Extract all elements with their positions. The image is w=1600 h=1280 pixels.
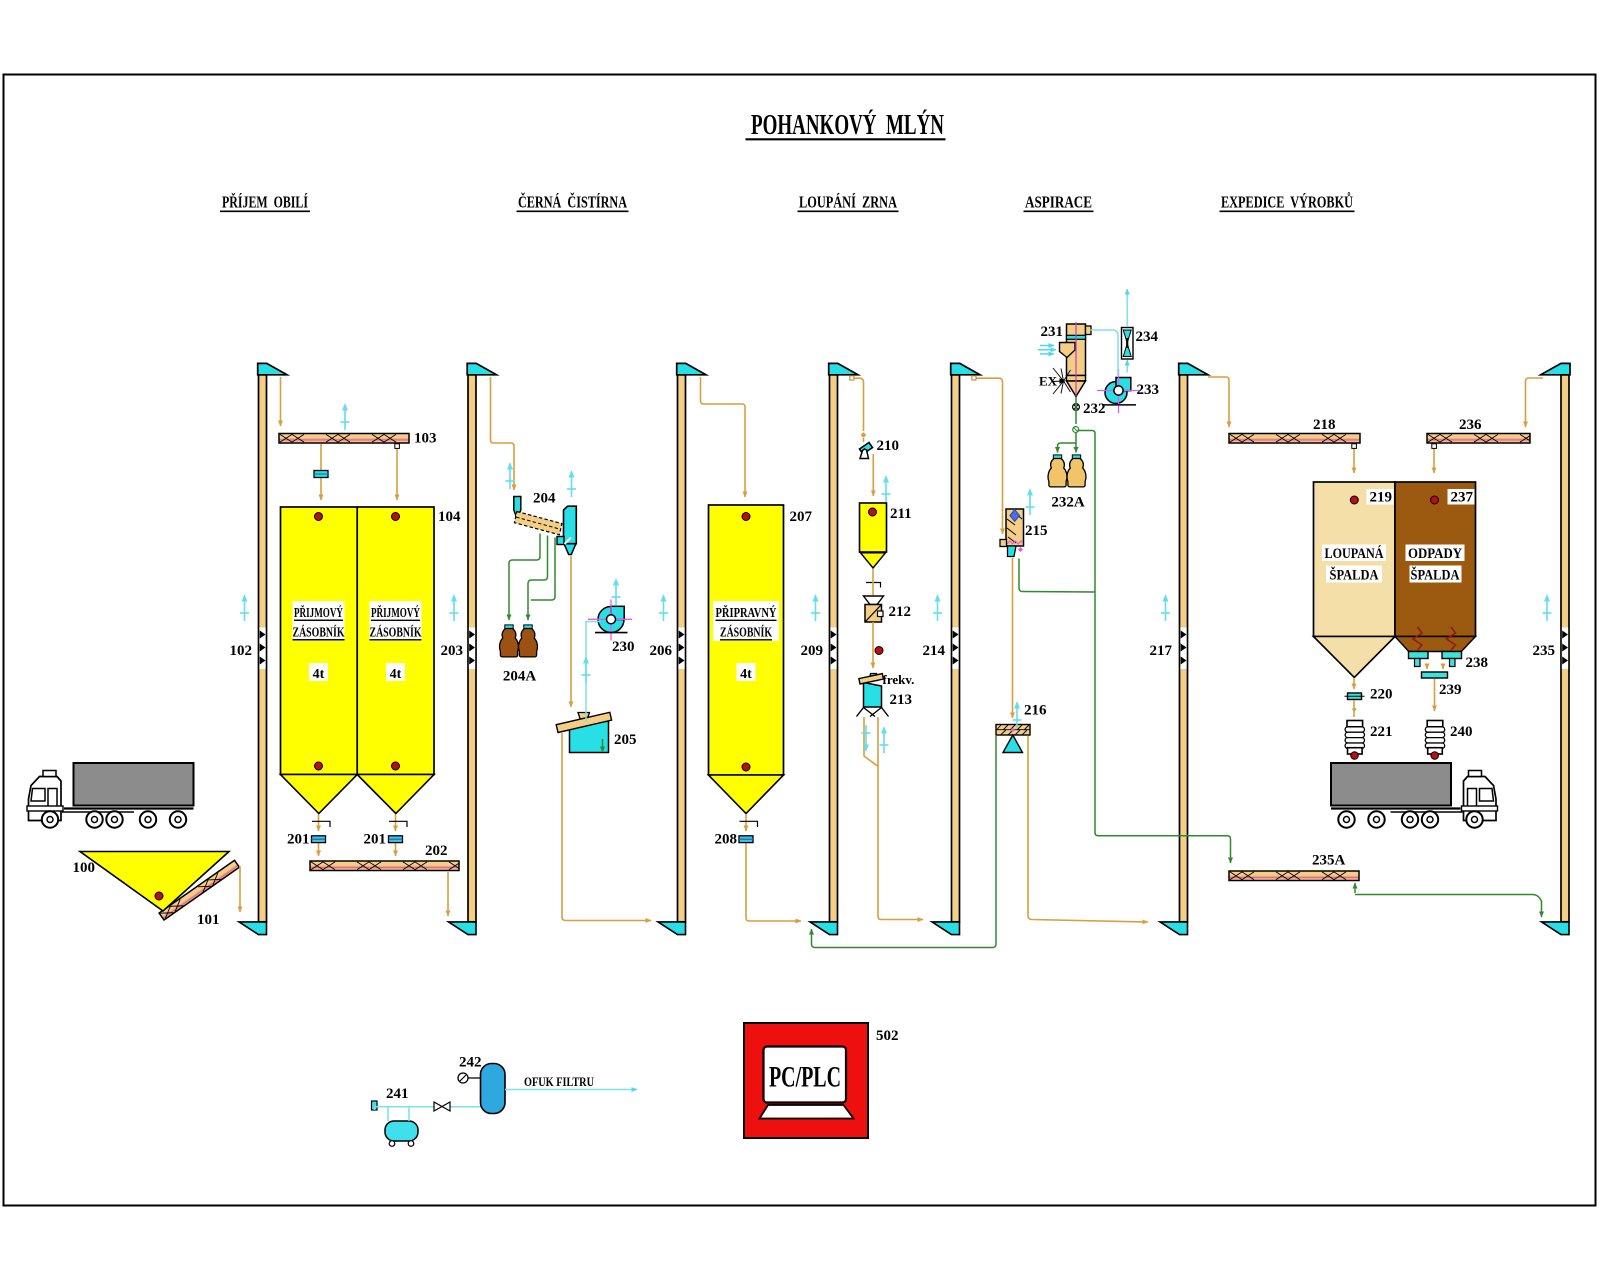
svg-text:201: 201 <box>287 832 310 848</box>
svg-text:204A: 204A <box>503 669 537 685</box>
svg-text:238: 238 <box>1466 655 1489 671</box>
svg-text:232: 232 <box>1083 401 1106 417</box>
svg-text:ZÁSOBNÍK: ZÁSOBNÍK <box>370 624 422 641</box>
svg-text:221: 221 <box>1370 724 1393 740</box>
svg-text:218: 218 <box>1313 417 1336 433</box>
svg-text:209: 209 <box>801 643 824 659</box>
svg-text:239: 239 <box>1439 682 1462 698</box>
svg-text:ŠPALDA: ŠPALDA <box>1330 567 1379 584</box>
svg-text:233: 233 <box>1137 382 1160 398</box>
svg-text:205: 205 <box>614 732 637 748</box>
svg-text:202: 202 <box>425 843 448 859</box>
svg-text:207: 207 <box>790 509 813 525</box>
svg-text:231: 231 <box>1041 324 1064 340</box>
svg-text:201: 201 <box>364 832 387 848</box>
svg-text:216: 216 <box>1024 703 1047 719</box>
svg-text:PC/PLC: PC/PLC <box>769 1061 841 1094</box>
svg-text:235: 235 <box>1533 643 1556 659</box>
svg-text:ASPIRACE: ASPIRACE <box>1025 193 1092 212</box>
svg-text:ZÁSOBNÍK: ZÁSOBNÍK <box>293 624 345 641</box>
svg-text:502: 502 <box>876 1028 899 1044</box>
svg-text:220: 220 <box>1370 687 1393 703</box>
svg-text:PŘIJMOVÝ: PŘIJMOVÝ <box>294 604 343 621</box>
svg-text:4t: 4t <box>390 667 402 682</box>
svg-text:219: 219 <box>1370 490 1393 506</box>
svg-text:ODPADY: ODPADY <box>1408 546 1462 562</box>
svg-text:LOUPÁNÍ ZRNA: LOUPÁNÍ ZRNA <box>799 193 898 212</box>
svg-text:PŘIPRAVNÝ: PŘIPRAVNÝ <box>716 604 777 621</box>
svg-text:215: 215 <box>1025 523 1048 539</box>
svg-text:242: 242 <box>459 1055 482 1071</box>
svg-text:EXPEDICE VÝROBKŮ: EXPEDICE VÝROBKŮ <box>1221 193 1353 212</box>
svg-text:203: 203 <box>441 643 464 659</box>
svg-text:214: 214 <box>923 643 946 659</box>
svg-text:101: 101 <box>197 912 220 928</box>
svg-text:234: 234 <box>1136 329 1159 345</box>
svg-text:237: 237 <box>1451 490 1474 506</box>
svg-text:241: 241 <box>386 1086 409 1102</box>
svg-text:LOUPANÁ: LOUPANÁ <box>1325 545 1384 562</box>
svg-text:102: 102 <box>230 643 253 659</box>
svg-text:235A: 235A <box>1312 853 1346 869</box>
svg-text:104: 104 <box>438 509 461 525</box>
svg-text:PŘÍJEM OBILÍ: PŘÍJEM OBILÍ <box>222 193 308 212</box>
svg-text:213: 213 <box>890 692 913 708</box>
svg-text:PŘIJMOVÝ: PŘIJMOVÝ <box>371 604 420 621</box>
svg-text:204: 204 <box>533 491 556 507</box>
svg-text:206: 206 <box>650 643 673 659</box>
svg-text:236: 236 <box>1459 417 1482 433</box>
svg-text:ČERNÁ ČISTÍRNA: ČERNÁ ČISTÍRNA <box>518 193 628 212</box>
svg-text:217: 217 <box>1150 643 1173 659</box>
svg-text:4t: 4t <box>740 667 752 682</box>
svg-text:230: 230 <box>612 639 635 655</box>
svg-text:OFUK FILTRU: OFUK FILTRU <box>524 1074 594 1089</box>
svg-text:208: 208 <box>715 832 738 848</box>
svg-text:frekv.: frekv. <box>883 672 915 687</box>
svg-text:211: 211 <box>890 506 912 522</box>
svg-text:103: 103 <box>414 431 437 447</box>
svg-text:ŠPALDA: ŠPALDA <box>1411 567 1460 584</box>
svg-text:212: 212 <box>889 604 912 620</box>
svg-text:210: 210 <box>877 438 900 454</box>
svg-text:100: 100 <box>73 860 96 876</box>
svg-text:ZÁSOBNÍK: ZÁSOBNÍK <box>720 624 772 641</box>
svg-text:232A: 232A <box>1051 495 1085 511</box>
svg-text:4t: 4t <box>313 667 325 682</box>
svg-text:EX: EX <box>1039 374 1058 389</box>
svg-text:POHANKOVÝ MLÝN: POHANKOVÝ MLÝN <box>751 110 944 141</box>
svg-text:240: 240 <box>1450 724 1473 740</box>
